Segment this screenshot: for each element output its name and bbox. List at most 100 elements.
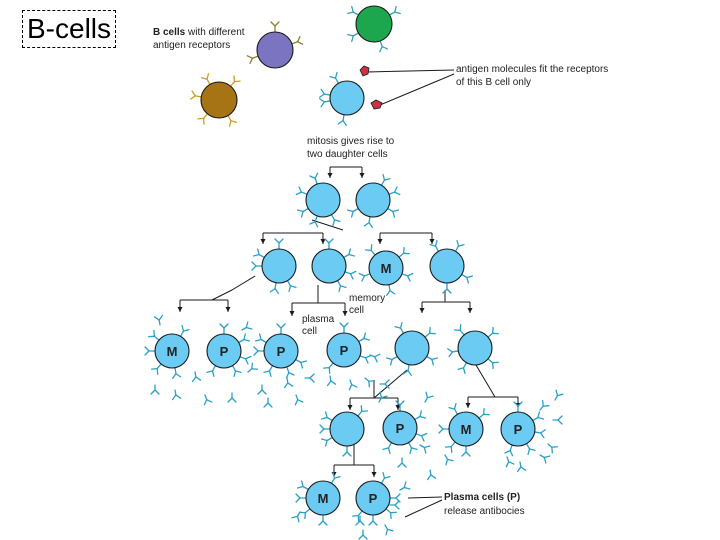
antibody-icon bbox=[364, 377, 376, 388]
antibody-icon bbox=[257, 384, 267, 395]
memory-cell-letter: M bbox=[461, 422, 472, 437]
receptor-icon bbox=[337, 114, 347, 126]
arrow-head bbox=[429, 239, 435, 244]
connector-line bbox=[211, 289, 233, 301]
b-cell bbox=[394, 330, 430, 366]
receptor-icon bbox=[442, 282, 452, 294]
receptor-icon bbox=[322, 362, 334, 374]
antibody-icon bbox=[554, 389, 564, 401]
antibody-icon bbox=[283, 377, 294, 389]
receptor-icon bbox=[330, 214, 341, 227]
receptor-icon bbox=[231, 365, 242, 378]
antibody-icon bbox=[539, 399, 550, 411]
receptor-icon bbox=[339, 322, 349, 334]
antibody-icon bbox=[247, 362, 259, 373]
receptor-icon bbox=[347, 32, 360, 43]
arrow-head bbox=[327, 173, 333, 178]
receptor-icon bbox=[387, 207, 400, 218]
b-cell bbox=[329, 411, 365, 447]
antigen-molecules bbox=[359, 65, 383, 110]
receptor-icon bbox=[380, 173, 391, 186]
b-cell-purple bbox=[256, 31, 294, 69]
receptor-icon bbox=[388, 5, 401, 16]
receptor-icon bbox=[336, 280, 347, 293]
connector-line bbox=[379, 73, 455, 106]
receptor-icon bbox=[172, 367, 182, 379]
plasma-cell bbox=[382, 410, 418, 446]
antibody-icon bbox=[397, 457, 407, 468]
receptor-icon bbox=[200, 73, 211, 86]
receptor-icon bbox=[453, 324, 465, 336]
plasma-cell bbox=[206, 333, 242, 369]
receptor-icon bbox=[386, 284, 396, 296]
arrow-head bbox=[347, 405, 353, 410]
receptor-icon bbox=[324, 238, 334, 250]
memory-cell-letter: M bbox=[167, 344, 178, 359]
receptor-icon bbox=[407, 442, 418, 455]
receptor-icon bbox=[295, 358, 308, 369]
connector-line bbox=[404, 499, 443, 518]
receptor-icon bbox=[229, 75, 241, 87]
connector-line bbox=[311, 219, 344, 231]
plasma-cell-letter: P bbox=[220, 344, 229, 359]
arrow-head bbox=[419, 308, 425, 313]
receptor-icon bbox=[457, 362, 468, 375]
receptor-icon bbox=[534, 429, 546, 439]
bcells-label-rest: with different bbox=[185, 27, 245, 38]
receptor-icon bbox=[385, 508, 397, 520]
antibody-icon bbox=[505, 456, 515, 468]
arrow-head bbox=[359, 173, 365, 178]
antibody-icon bbox=[378, 391, 388, 403]
b-cell-brown bbox=[200, 81, 238, 119]
receptor-icon bbox=[478, 407, 490, 419]
receptor-icon bbox=[395, 400, 405, 412]
receptor-icon bbox=[364, 244, 376, 256]
connector-line bbox=[231, 275, 256, 291]
receptor-icon bbox=[438, 424, 450, 434]
plasma-cell-letter: P bbox=[369, 491, 378, 506]
bcells-label-bold: B cells bbox=[153, 27, 186, 38]
antibody-icon bbox=[426, 469, 437, 481]
arrow-head bbox=[465, 403, 471, 408]
b-cell bbox=[355, 182, 391, 218]
receptor-icon bbox=[263, 365, 274, 378]
antigen-molecule bbox=[370, 99, 383, 110]
arrow-head bbox=[320, 239, 326, 244]
arrow-head bbox=[225, 307, 231, 312]
receptor-icon bbox=[252, 248, 265, 259]
antibody-icon bbox=[547, 443, 559, 454]
receptor-icon bbox=[144, 346, 156, 356]
arrow-head bbox=[177, 307, 183, 312]
antigen-molecule bbox=[359, 65, 370, 77]
receptor-icon bbox=[487, 358, 499, 370]
memory-label-line2: cell bbox=[349, 305, 364, 316]
antibody-icon bbox=[348, 379, 358, 391]
antibody-icon bbox=[419, 444, 431, 454]
arrow-head bbox=[342, 311, 348, 316]
antibody-icon bbox=[263, 397, 273, 408]
arrow-head bbox=[467, 308, 473, 313]
b-cell-selected bbox=[329, 80, 365, 116]
receptor-icon bbox=[402, 364, 412, 376]
antibody-icon bbox=[379, 379, 390, 389]
arrow-head bbox=[377, 239, 383, 244]
bcells-label-line2: antigen receptors bbox=[153, 40, 230, 51]
antibody-icon bbox=[369, 353, 381, 363]
antibody-icon bbox=[203, 394, 213, 406]
bcells-label-line1: B cells with different bbox=[153, 27, 245, 38]
plasma-cell bbox=[326, 332, 362, 368]
receptor-icon bbox=[269, 282, 279, 294]
receptor-icon bbox=[448, 402, 459, 415]
receptor-icon bbox=[320, 411, 333, 422]
antibody-icon bbox=[227, 392, 237, 403]
receptor-icon bbox=[296, 480, 309, 491]
antibody-icon bbox=[326, 375, 337, 387]
connector-line bbox=[475, 364, 496, 398]
receptor-icon bbox=[246, 55, 259, 64]
plasma-cells-label-line1: Plasma cells (P) bbox=[444, 492, 520, 503]
receptor-icon bbox=[227, 114, 238, 127]
receptor-icon bbox=[461, 445, 471, 457]
receptor-icon bbox=[285, 366, 295, 379]
receptor-icon bbox=[461, 273, 474, 284]
